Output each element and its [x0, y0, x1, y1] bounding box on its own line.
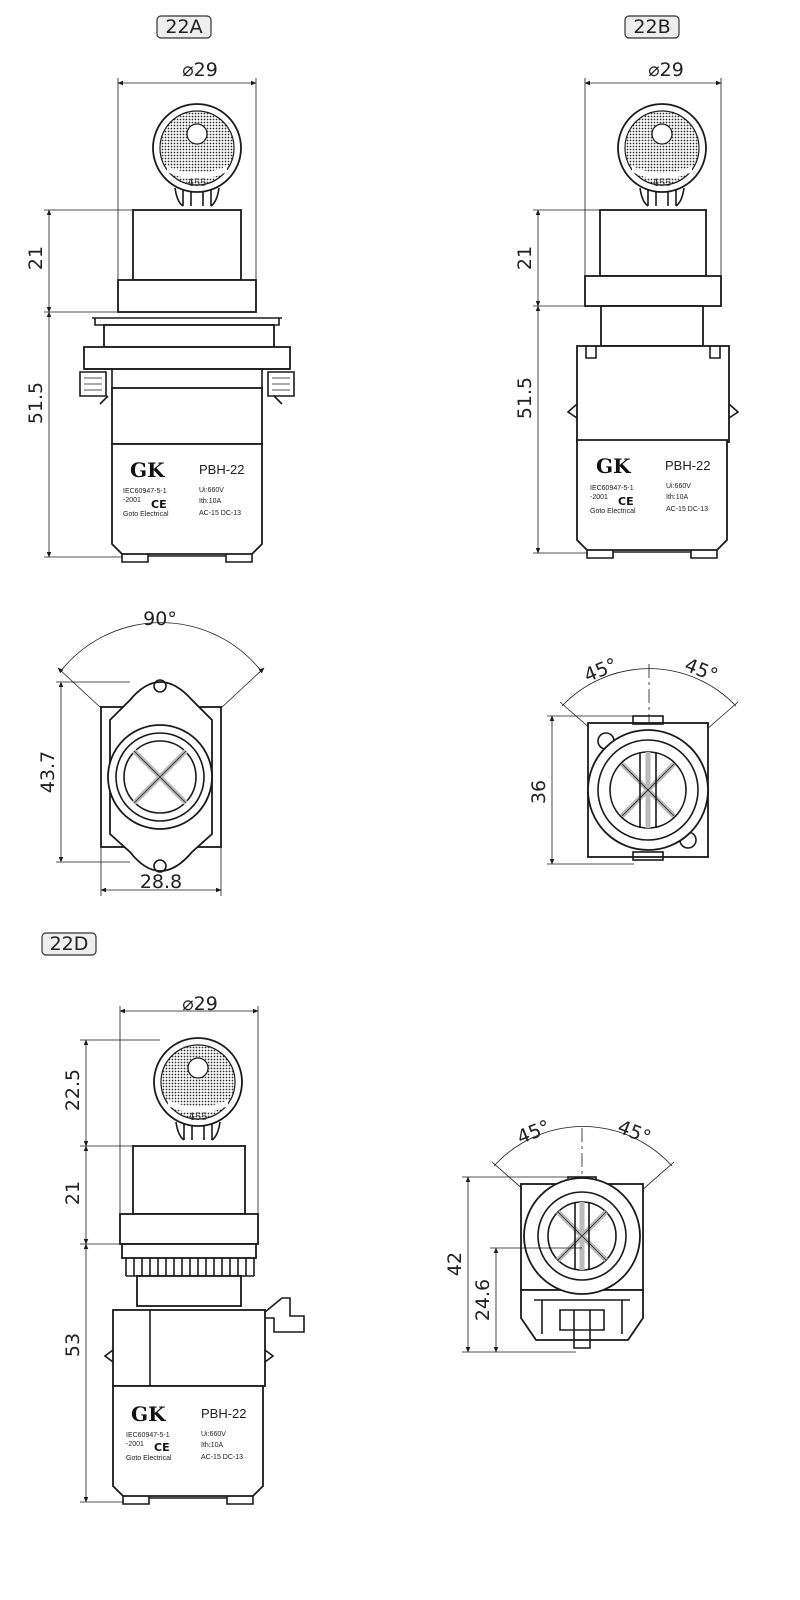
model-name: PBH-22 — [199, 462, 245, 477]
view-22a-front: 22A ⌀29 455 21 51.5 — [25, 15, 295, 563]
nameplate-text-22b: GK PBH-22 IEC60947-5-1 -2001 CE Goto Ele… — [590, 454, 711, 515]
dim-22d-center: 24.6 — [472, 1279, 494, 1321]
current-rating: Ith:10A — [199, 498, 222, 505]
nameplate-text-22d: GK PBH-22 IEC60947-5-1 -2001 CE Goto Ele… — [126, 1402, 247, 1462]
view-22b-top: 45° 45° 36 — [528, 654, 739, 865]
key-number-22a: 455 — [187, 178, 206, 189]
nameplate-text-22a: GK PBH-22 IEC60947-5-1 -2001 CE Goto Ele… — [123, 458, 245, 518]
label-22d: 22D — [50, 933, 89, 955]
ce-mark: CE — [618, 495, 634, 508]
view-22d-top: 45° 45° 42 24.6 — [444, 1116, 675, 1353]
brand-logo: GK — [131, 1402, 166, 1426]
dim-22a-angle: 90° — [143, 608, 177, 630]
dim-22d-body-height: 53 — [62, 1333, 84, 1357]
dim-22b-angle-left: 45° — [581, 654, 620, 687]
key-number-22d: 455 — [188, 1112, 207, 1123]
view-22d-front: 22D ⌀29 455 22.5 21 53 — [41, 932, 305, 1505]
maker-name: Goto Electrical — [126, 1455, 172, 1462]
key-icon — [152, 103, 242, 207]
dim-22a-height: 43.7 — [37, 751, 59, 793]
key-number-22b: 455 — [652, 178, 671, 189]
brand-logo: GK — [130, 458, 165, 482]
voltage-rating: Ui:660V — [666, 483, 691, 490]
dim-22d-head-height: 21 — [62, 1181, 84, 1205]
key-icon — [153, 1037, 243, 1141]
label-22b: 22B — [633, 16, 670, 38]
utilization-category: AC-15 DC-13 — [201, 1454, 243, 1461]
utilization-category: AC-15 DC-13 — [666, 506, 708, 513]
dim-22a-key-height: 21 — [25, 246, 47, 270]
voltage-rating: Ui:660V — [199, 487, 224, 494]
voltage-rating: Ui:660V — [201, 1431, 226, 1438]
dim-22a-width: 28.8 — [140, 871, 182, 893]
dim-22d-diameter: ⌀29 — [182, 993, 218, 1015]
standard-year: -2001 — [590, 494, 608, 501]
label-22a: 22A — [165, 16, 202, 38]
current-rating: Ith:10A — [666, 494, 689, 501]
dim-22d-angle-right: 45° — [615, 1116, 654, 1149]
dim-22a-body-height: 51.5 — [25, 382, 47, 424]
dim-22b-angle-right: 45° — [682, 654, 721, 687]
standard-year: -2001 — [123, 497, 141, 504]
standard-text: IEC60947-5-1 — [126, 1432, 170, 1439]
maker-name: Goto Electrical — [590, 508, 636, 515]
ce-mark: CE — [154, 1441, 170, 1454]
dim-22d-height: 42 — [444, 1252, 466, 1276]
brand-logo: GK — [596, 454, 631, 478]
dim-22a-diameter: ⌀29 — [182, 59, 218, 81]
standard-text: IEC60947-5-1 — [123, 488, 167, 495]
dim-22b-diameter: ⌀29 — [648, 59, 684, 81]
view-22b-front: 22B ⌀29 455 21 51.5 — [514, 15, 740, 559]
dim-22d-key-height: 22.5 — [62, 1069, 84, 1111]
dim-22d-angle-left: 45° — [514, 1116, 553, 1149]
maker-name: Goto Electrical — [123, 511, 169, 518]
dim-22b-height: 36 — [528, 780, 550, 804]
model-name: PBH-22 — [665, 458, 711, 473]
dim-22b-key-height: 21 — [514, 246, 536, 270]
view-22a-top: 90° 43.7 28.8 — [37, 608, 265, 896]
key-icon — [617, 103, 707, 207]
ce-mark: CE — [151, 498, 167, 511]
dim-22b-body-height: 51.5 — [514, 377, 536, 419]
model-name: PBH-22 — [201, 1406, 247, 1421]
standard-year: -2001 — [126, 1441, 144, 1448]
current-rating: Ith:10A — [201, 1442, 224, 1449]
standard-text: IEC60947-5-1 — [590, 485, 634, 492]
utilization-category: AC-15 DC-13 — [199, 510, 241, 517]
